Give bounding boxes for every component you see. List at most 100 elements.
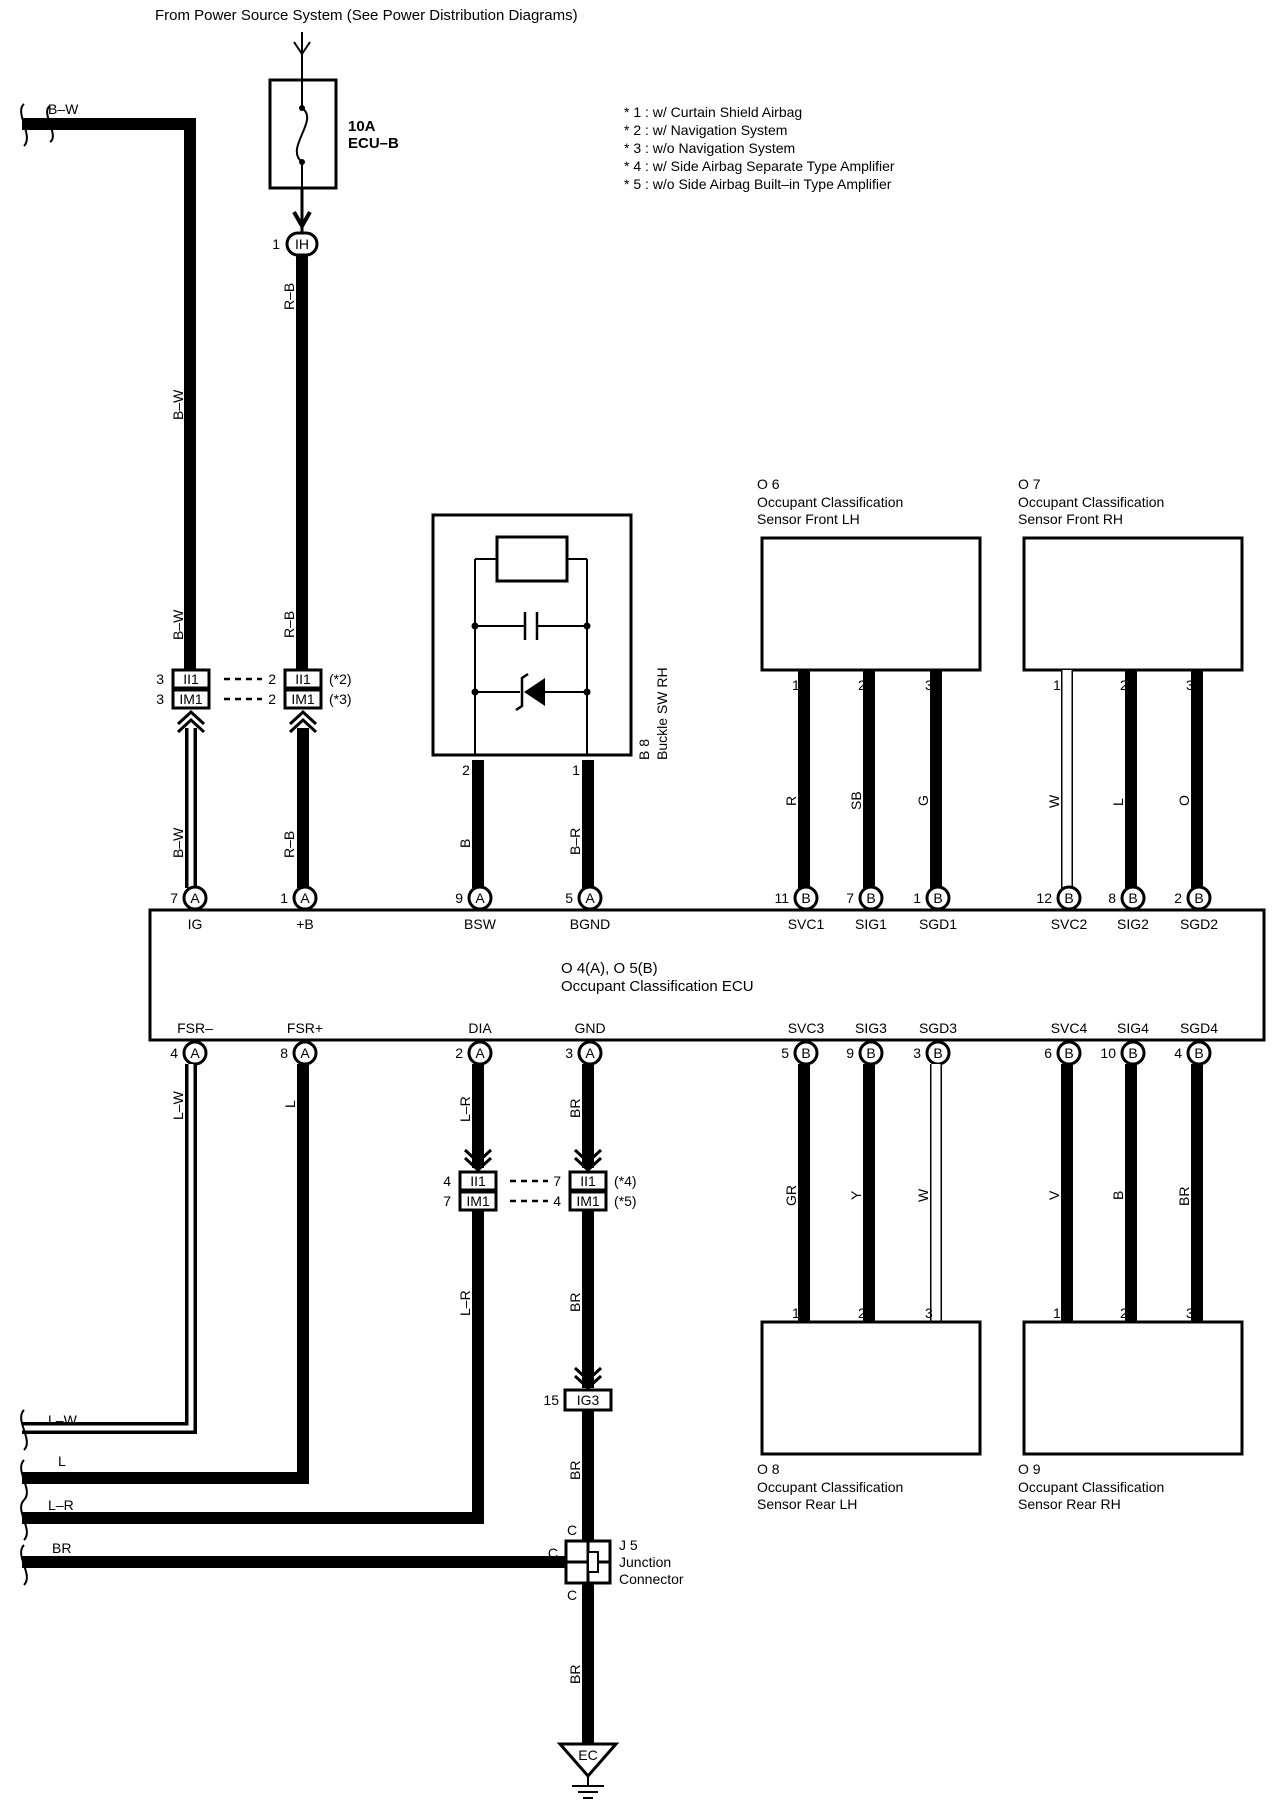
svg-text:11: 11 [774,890,789,906]
wire-dia-lower [22,1210,484,1524]
junction-line2: Connector [619,1571,684,1587]
buckle-switch [431,513,633,757]
wire-label-left-lr: L–R [48,1497,74,1513]
terminal-sgd3: SGD3 B 3 [913,1020,957,1066]
ecu-top-terminals: A 7 IG A 1 +B A 9 BSW A 5 BGND B 11 SVC1 [170,885,1218,932]
wire-label-b-mid: R–B [281,611,297,638]
svg-text:3: 3 [156,671,164,687]
svg-text:A: A [300,890,310,906]
junction-connector-j5 [564,1539,612,1585]
svg-text:B–W: B–W [170,389,186,420]
svg-text:A: A [585,890,595,906]
svg-text:2: 2 [455,1045,463,1061]
wire-fsr-minus [22,1064,197,1434]
junction-pin-top: C [567,1522,577,1538]
wire-label-sig1: SB [848,791,864,810]
lower-inline-connector-left: II1 IM1 4 7 [443,1170,498,1212]
terminal-sig2: B 8 SIG2 [1108,885,1149,932]
svg-text:2: 2 [1174,890,1182,906]
wire-label-bsw: B [457,839,473,848]
svg-text:IM1: IM1 [179,691,203,707]
o7-pin-2: 2 [1120,677,1128,693]
svg-text:7: 7 [170,890,178,906]
fuse-name: ECU–B [348,135,399,152]
fuse-rating: 10A [348,118,376,135]
power-arrow [293,32,311,80]
svg-text:3: 3 [913,1045,921,1061]
terminal-gnd: GND A 3 [565,1020,606,1066]
svg-text:B: B [933,890,942,906]
sensor-o9-line1: Occupant Classification [1018,1479,1164,1495]
wire-label-gnd-1: BR [567,1099,583,1118]
wire-label-sgd3: W [915,1188,931,1202]
sensor-o9-code: O 9 [1018,1461,1041,1477]
wire-label-gnd-2: BR [567,1293,583,1312]
svg-text:(*4): (*4) [614,1173,637,1189]
sensor-o6-line1: Occupant Classification [757,494,903,510]
svg-text:A: A [585,1045,595,1061]
svg-text:4: 4 [443,1173,451,1189]
svg-text:DIA: DIA [468,1020,492,1036]
wire-label-sgd2: O [1176,795,1192,806]
terminal-sgd2: B 2 SGD2 [1174,885,1218,932]
svg-text:6: 6 [1044,1045,1052,1061]
o8-pin-2: 2 [858,1305,866,1321]
svg-text:(*5): (*5) [614,1193,637,1209]
terminal-bgnd: A 5 BGND [565,885,610,932]
terminal-fsr-minus: FSR– A 4 [170,1020,213,1066]
terminal-bsw: A 9 BSW [455,885,497,932]
svg-text:B: B [1064,1045,1073,1061]
o6-pin-1: 1 [792,677,800,693]
terminal-dia: DIA A 2 [455,1020,493,1066]
svg-text:II1: II1 [295,671,311,687]
svg-text:5: 5 [565,890,573,906]
buckle-switch-name: Buckle SW RH [654,667,670,760]
svg-text:3: 3 [156,691,164,707]
buckle-switch-code: B 8 [636,739,652,760]
svg-text:B: B [1194,890,1203,906]
svg-text:SVC4: SVC4 [1051,1020,1088,1036]
o7-pin-1: 1 [1053,677,1061,693]
terminal-ig: A 7 IG [170,885,208,932]
svg-text:B: B [933,1045,942,1061]
o8-pin-3: 3 [925,1305,933,1321]
svg-text:IG: IG [188,916,203,932]
wire-label-svc3: GR [783,1185,799,1206]
svg-text:2: 2 [268,671,276,687]
sensor-o6-code: O 6 [757,476,780,492]
sensor-o7-line2: Sensor Front RH [1018,511,1123,527]
sensor-o6-box [760,536,982,672]
junction-pin-left: C [548,1545,558,1561]
svg-text:10: 10 [1100,1045,1116,1061]
ecu-title: O 4(A), O 5(B) [561,960,658,977]
wire-label-b-top: R–B [281,283,297,310]
notes-list: * 1 : w/ Curtain Shield Airbag * 2 : w/ … [624,104,895,192]
ecu-box [148,908,1266,1042]
wire-fsr-plus [22,1064,309,1484]
connector-ig3: IG3 [563,1388,613,1412]
wire-label-gnd-3: BR [567,1461,583,1480]
svg-text:SIG2: SIG2 [1117,916,1149,932]
sensor-o7-code: O 7 [1018,476,1041,492]
svg-text:4: 4 [553,1193,561,1209]
ground-symbol-icon [556,1742,620,1799]
sensor-o8-code: O 8 [757,1461,780,1477]
svg-text:IM1: IM1 [291,691,315,707]
sensor-o9-line2: Sensor Rear RH [1018,1496,1121,1512]
svg-text:SIG1: SIG1 [855,916,887,932]
svg-text:12: 12 [1036,890,1052,906]
sensor-o8-box [760,1320,982,1456]
o9-pin-2: 2 [1120,1305,1128,1321]
terminal-plus-b: A 1 +B [280,885,318,932]
wire-label-left-br: BR [52,1540,71,1556]
junction-line1: Junction [619,1554,671,1570]
svg-text:BSW: BSW [464,916,497,932]
lower-inline-connector-right: II1 IM1 7 4 (*4) (*5) [553,1170,637,1212]
svg-text:B: B [866,890,875,906]
svg-text:B: B [801,890,810,906]
svg-text:1: 1 [280,890,288,906]
terminal-sig1: B 7 SIG1 [846,885,887,932]
buckle-pin-1: 1 [572,762,580,778]
buckle-pin-2: 2 [462,762,470,778]
